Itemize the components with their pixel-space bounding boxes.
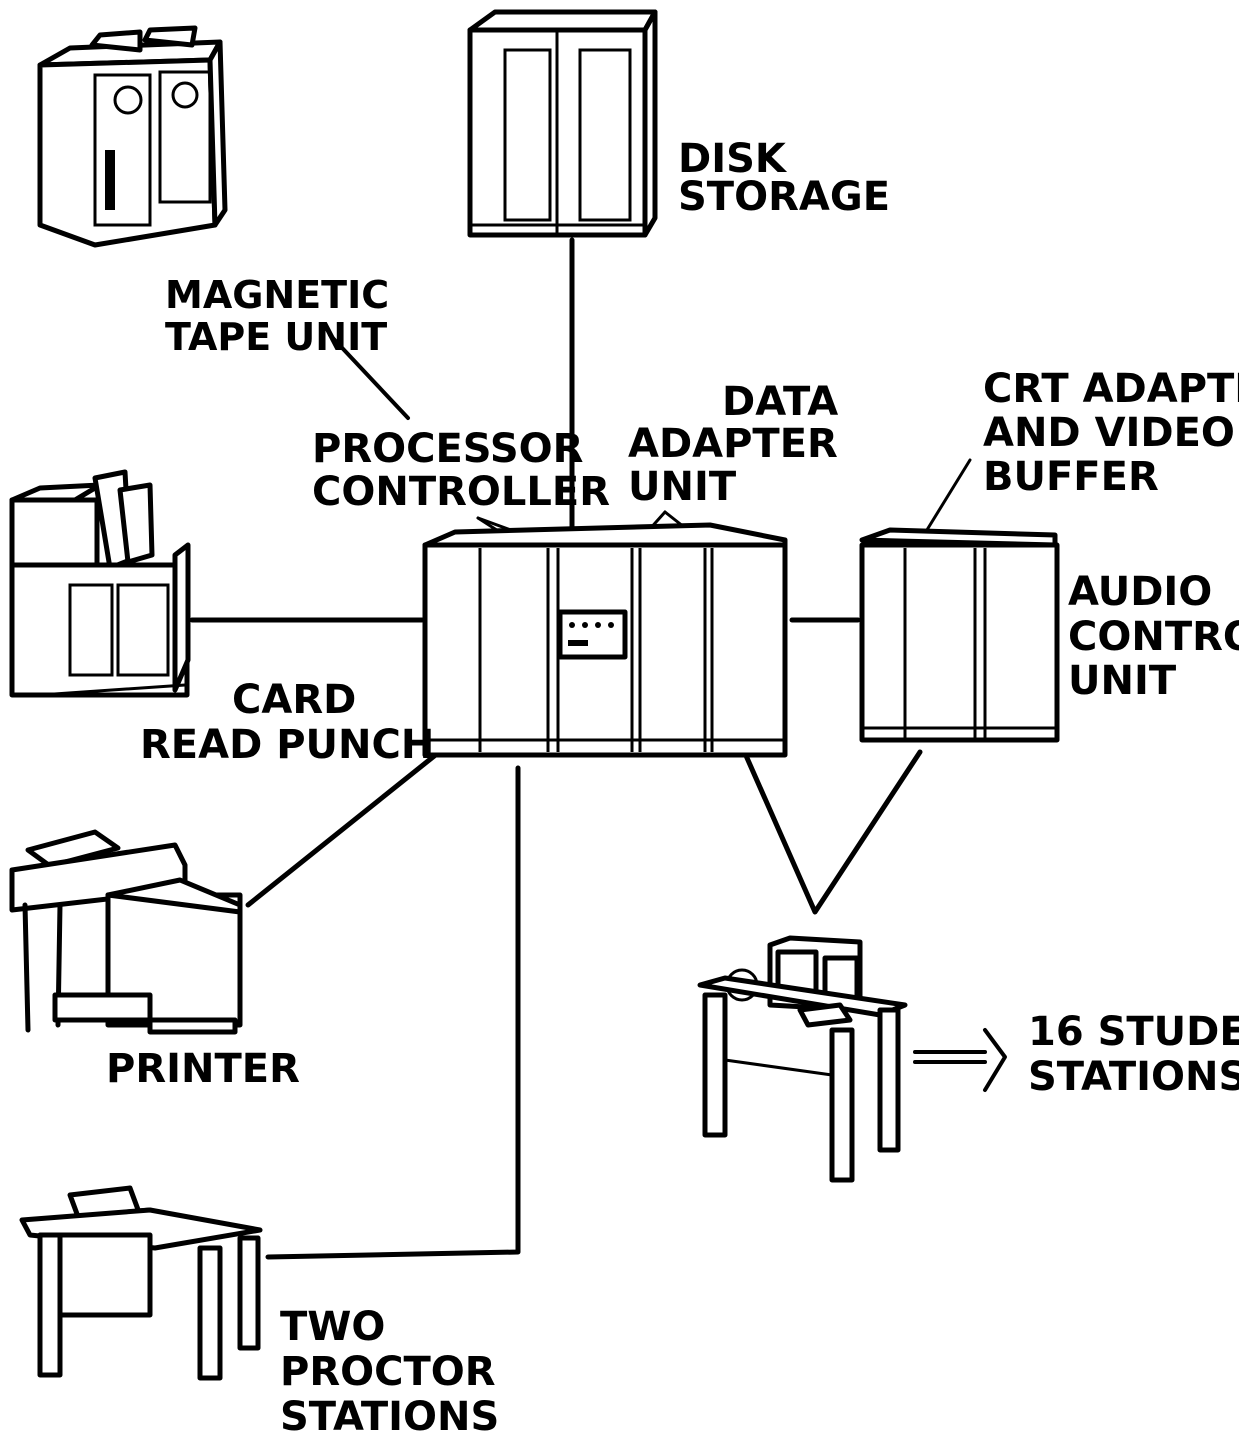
audio-control-illustration — [859, 527, 1060, 743]
label-printer: PRINTER — [106, 1046, 300, 1092]
disk-storage-illustration — [467, 9, 658, 238]
magnetic-tape-illustration — [37, 25, 228, 248]
label-audio-control-unit: AUDIO CONTROL UNIT — [1068, 569, 1239, 704]
leader-crt-adapter — [920, 458, 972, 540]
student-station-illustration — [697, 935, 908, 1183]
label-data-adapter-unit: DATA ADAPTER UNIT — [628, 379, 852, 510]
label-card-read-punch: CARD READ PUNCH — [140, 677, 434, 768]
arrow-to-student-stations — [913, 1028, 1007, 1092]
label-student-stations: 16 STUDENT STATIONS — [1028, 1009, 1239, 1100]
card-read-punch-illustration — [9, 469, 191, 698]
label-processor-controller: PROCESSOR CONTROLLER — [312, 426, 610, 515]
text-labels: DISK STORAGE MAGNETIC TAPE UNIT PROCESSO… — [106, 136, 1239, 1439]
line-to-student-station — [737, 739, 923, 915]
connection-lines — [189, 237, 1007, 1260]
processor-cabinet-illustration — [422, 522, 788, 758]
printer-illustration — [9, 829, 243, 1035]
line-processor-to-proctor — [265, 765, 521, 1260]
label-disk-storage: DISK STORAGE — [678, 136, 890, 220]
proctor-station-illustration — [19, 1185, 263, 1381]
label-magnetic-tape-unit: MAGNETIC TAPE UNIT — [165, 273, 402, 359]
leader-magnetic-tape — [328, 333, 410, 420]
label-crt-adapter: CRT ADAPTER AND VIDEO BUFFER — [983, 366, 1239, 500]
line-printer-to-processor — [245, 750, 441, 908]
label-proctor-stations: TWO PROCTOR STATIONS — [280, 1304, 510, 1439]
